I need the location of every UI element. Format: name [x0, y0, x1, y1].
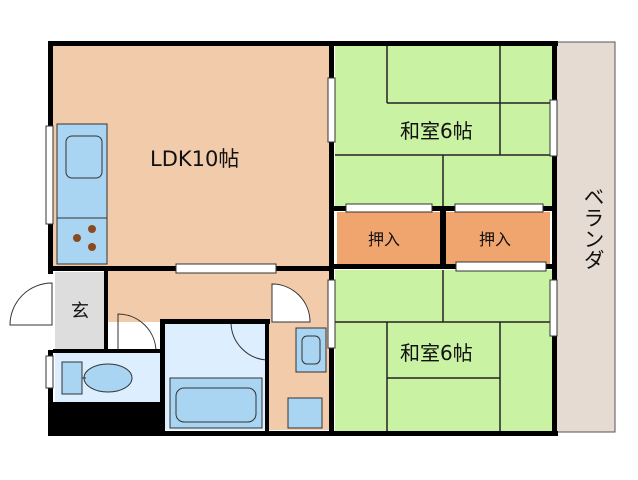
tatami-mat-lines-upper [335, 45, 552, 208]
veranda-label: ベランダ [581, 186, 605, 270]
washroom-door [271, 283, 311, 323]
kitchen-counter [56, 123, 108, 265]
windows [45, 77, 558, 389]
entrance-label: 玄 [71, 301, 89, 322]
burner-icon [88, 243, 96, 251]
bathtub-fixture [169, 377, 263, 429]
burner-icon [73, 234, 81, 242]
entrance-door [9, 282, 53, 326]
toilet-fixture [61, 361, 133, 395]
entrance-floor [55, 272, 107, 350]
storage-block [52, 402, 162, 436]
ldk-label: LDK10帖 [150, 147, 239, 171]
oshiire-right [446, 212, 550, 264]
oshiire-right-label: 押入 [479, 230, 511, 249]
washbasin-fixture [295, 327, 327, 373]
washing-machine-fixture [287, 397, 323, 429]
burner-icon [88, 225, 96, 233]
veranda-area [554, 41, 616, 433]
tatami-mat-lines-lower [335, 270, 552, 432]
washitsu-lower-label: 和室6帖 [400, 341, 473, 365]
oshiire-left [337, 212, 440, 264]
oshiire-left-label: 押入 [368, 230, 400, 249]
door-swings [9, 282, 311, 361]
toilet-door [117, 313, 157, 353]
washitsu-upper-label: 和室6帖 [400, 119, 473, 143]
kitchen-sink [65, 135, 103, 179]
